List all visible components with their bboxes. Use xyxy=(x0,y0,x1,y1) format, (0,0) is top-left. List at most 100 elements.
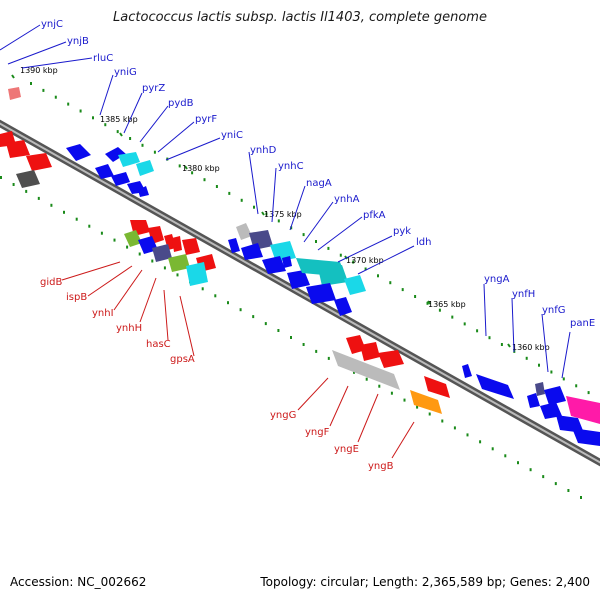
gc-dot xyxy=(377,274,379,278)
reverse-gene-labels: gidB ispB ynhI ynhH hasC gpsA yngG yngF … xyxy=(40,277,394,472)
gc-dot xyxy=(163,266,166,270)
gene-blue-c[interactable] xyxy=(111,172,130,186)
label-ispB: ispB xyxy=(66,292,87,303)
gene-blue-n[interactable] xyxy=(476,374,514,399)
gc-dot xyxy=(550,370,553,374)
label-ynhH: ynhH xyxy=(116,323,142,334)
gc-dot xyxy=(463,322,466,326)
gene-orange[interactable] xyxy=(410,390,442,414)
label-ynhI: ynhI xyxy=(92,308,114,319)
gc-dot xyxy=(302,343,305,346)
gene-slate-b[interactable] xyxy=(535,382,545,396)
gene-cyan-d[interactable] xyxy=(344,275,366,295)
gc-dot xyxy=(453,426,456,430)
gene-red-h[interactable] xyxy=(182,238,200,255)
label-yngA: yngA xyxy=(484,274,510,285)
gene-gray-a[interactable] xyxy=(236,223,252,240)
label-yngE: yngE xyxy=(334,444,359,455)
gene-blue-p[interactable] xyxy=(544,386,566,405)
gene-olive-a[interactable] xyxy=(124,230,142,247)
gene-red-m[interactable] xyxy=(424,376,450,398)
gene-cyan-rev[interactable] xyxy=(186,262,208,286)
label-yniG: yniG xyxy=(114,67,137,78)
label-ynhD: ynhD xyxy=(250,145,277,156)
gene-red-l[interactable] xyxy=(378,350,404,368)
gc-dot xyxy=(215,185,218,188)
label-panE: panE xyxy=(570,318,595,329)
reverse-genes xyxy=(0,131,450,414)
gene-blue-e[interactable] xyxy=(138,186,149,197)
label-pyrF: pyrF xyxy=(195,114,217,125)
gc-dot xyxy=(491,447,494,451)
gene-red-g[interactable] xyxy=(172,236,182,252)
gc-dot xyxy=(441,419,444,423)
gc-dot xyxy=(390,391,393,395)
gene-red-k[interactable] xyxy=(360,342,380,361)
gene-red-b[interactable] xyxy=(6,140,30,158)
label-gpsA: gpsA xyxy=(170,354,195,365)
gene-pink[interactable] xyxy=(8,87,21,100)
gene-cyan-a[interactable] xyxy=(118,152,140,167)
gene-slate-c[interactable] xyxy=(152,244,172,262)
gc-dot xyxy=(479,440,482,444)
gc-dot xyxy=(153,150,156,154)
gene-blue-k[interactable] xyxy=(306,283,336,304)
gc-dot xyxy=(92,116,94,120)
gene-blue-r[interactable] xyxy=(556,415,584,433)
gc-dot xyxy=(451,315,454,319)
forward-gene-labels: ynjC ynjB rluC yniG pyrZ pydB pyrF yniC … xyxy=(41,19,595,329)
gene-blue-j[interactable] xyxy=(282,256,292,268)
gene-blue-a[interactable] xyxy=(105,147,126,162)
gc-dot xyxy=(500,343,503,346)
gene-blue-s[interactable] xyxy=(572,428,600,446)
gc-dot xyxy=(228,191,231,195)
gene-blue-l[interactable] xyxy=(334,297,352,316)
gc-dot xyxy=(201,287,204,291)
gc-dot xyxy=(466,433,469,437)
ticks xyxy=(11,74,511,348)
gene-gray-c[interactable] xyxy=(332,350,400,390)
label-ldh: ldh xyxy=(416,237,431,248)
gc-dot xyxy=(476,329,479,333)
gc-dot xyxy=(151,259,154,263)
label-pyk: pyk xyxy=(393,226,411,237)
gene-blue-b[interactable] xyxy=(95,164,114,179)
tick-label-1360: 1360 kbp xyxy=(512,343,550,352)
gene-blue-o[interactable] xyxy=(527,393,540,408)
gene-cyan-b[interactable] xyxy=(136,160,154,176)
backbone xyxy=(0,119,600,467)
label-ynfG: ynfG xyxy=(542,305,566,316)
gc-dot xyxy=(277,329,280,332)
tick-label-1365: 1365 kbp xyxy=(428,300,466,309)
gc-dot xyxy=(438,308,441,312)
gene-blue-q[interactable] xyxy=(540,402,562,419)
tick-label-1380: 1380 kbp xyxy=(182,164,220,173)
gc-dot xyxy=(517,461,519,465)
gene-blue-g[interactable] xyxy=(241,243,263,260)
gc-dot xyxy=(214,294,217,298)
gc-dot xyxy=(116,130,119,134)
gene-teal-b[interactable] xyxy=(318,265,348,286)
gene-red-c[interactable] xyxy=(26,153,52,171)
gene-blue-m[interactable] xyxy=(462,364,472,378)
gene-red-j[interactable] xyxy=(346,335,366,354)
gc-dot xyxy=(240,198,243,202)
gc-dot xyxy=(100,231,103,235)
topology-text: Topology: circular; Length: 2,365,589 bp… xyxy=(260,575,590,589)
gene-blue-f[interactable] xyxy=(228,238,240,253)
gc-dot xyxy=(63,210,65,214)
label-yniC: yniC xyxy=(221,130,243,141)
gc-dot xyxy=(253,205,255,209)
gc-dot xyxy=(265,212,268,216)
gene-olive-b[interactable] xyxy=(168,254,190,272)
gene-blue-h[interactable] xyxy=(262,256,286,274)
gene-gray-b[interactable] xyxy=(16,170,40,188)
gc-dot xyxy=(30,82,32,85)
label-ynfH: ynfH xyxy=(512,289,535,300)
gc-dot xyxy=(580,496,582,499)
gene-blue-i[interactable] xyxy=(287,270,310,289)
gene-magenta[interactable] xyxy=(566,396,600,424)
gene-yniG[interactable] xyxy=(66,144,91,161)
label-ynhA: ynhA xyxy=(334,194,360,205)
